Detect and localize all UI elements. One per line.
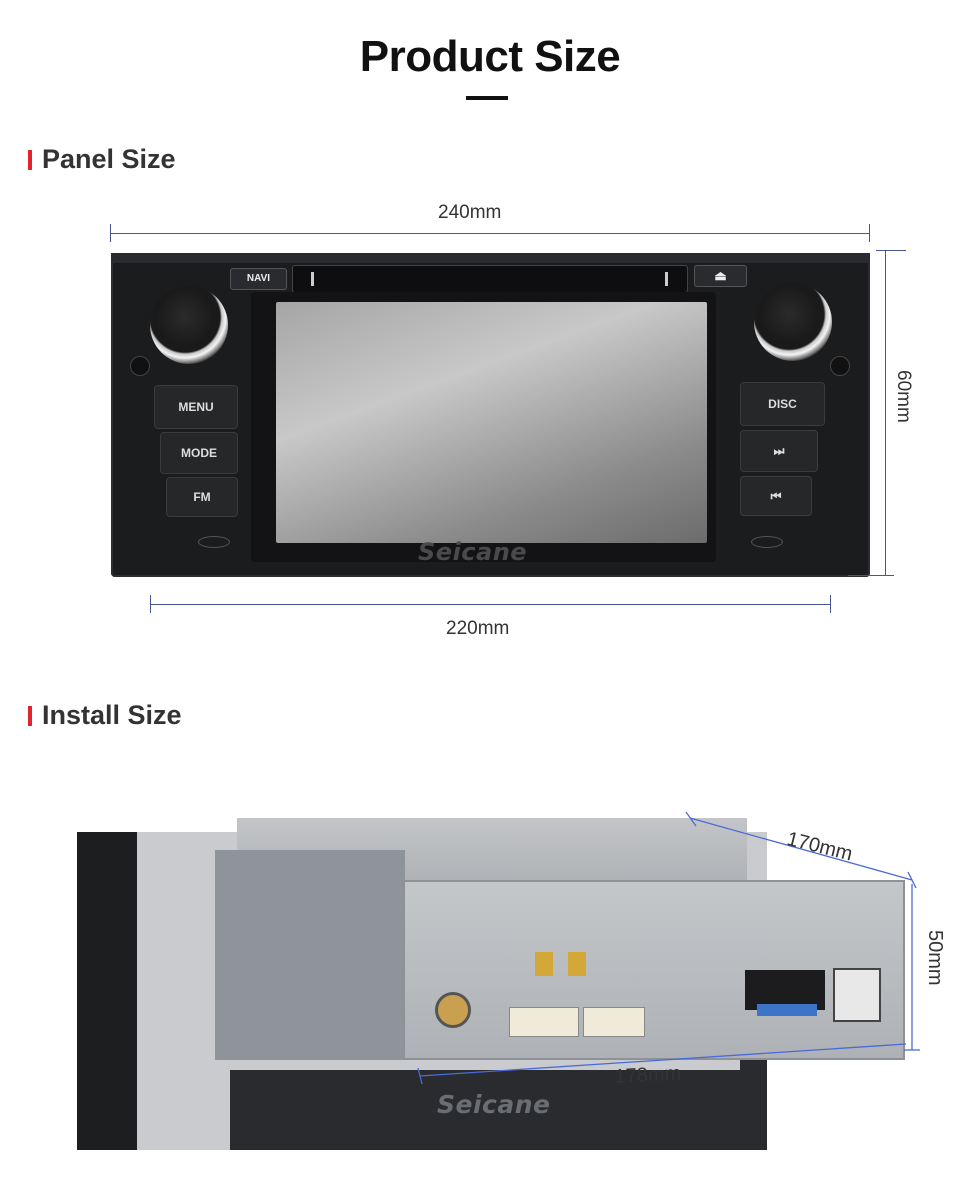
title-underline: [466, 96, 508, 100]
chassis-side: [215, 850, 405, 1060]
tune-knob[interactable]: [754, 283, 832, 361]
fuse: [757, 1004, 817, 1016]
install-size-heading: Install Size: [42, 700, 182, 730]
dim-tick: [110, 224, 111, 242]
dim-tick: [869, 224, 870, 242]
next-track-button[interactable]: ⏭: [740, 430, 818, 472]
install-width-label: 178mm: [614, 1062, 682, 1088]
sd-slot: [198, 536, 230, 548]
menu-button[interactable]: MENU: [154, 385, 238, 429]
section-marker: [28, 706, 32, 726]
reset-hole: [830, 356, 850, 376]
usb-port: [833, 968, 881, 1022]
mode-button[interactable]: MODE: [160, 432, 238, 474]
dim-tick: [150, 595, 151, 613]
prev-track-icon: ⏮: [770, 489, 782, 503]
harness-socket: [583, 1007, 645, 1037]
dim-tick: [848, 575, 894, 576]
display-screen[interactable]: [276, 302, 707, 543]
frame-edge: [77, 832, 137, 1150]
disc-button[interactable]: DISC: [740, 382, 825, 426]
next-track-icon: ⏭: [773, 444, 785, 458]
mic-hole: [130, 356, 150, 376]
page-title: Product Size: [359, 32, 621, 81]
fm-button[interactable]: FM: [166, 477, 238, 517]
dim-tick: [876, 250, 906, 251]
antenna-connector: [535, 952, 553, 976]
panel-width-bottom-label: 220mm: [446, 618, 510, 639]
navi-button[interactable]: NAVI: [230, 268, 287, 290]
panel-size-heading: Panel Size: [42, 144, 176, 174]
section-marker: [28, 150, 32, 170]
panel-height-line: [885, 250, 886, 575]
power-connector: [435, 992, 471, 1028]
harness-socket: [509, 1007, 579, 1037]
volume-knob[interactable]: [150, 286, 228, 364]
chassis-back-panel: [403, 880, 905, 1060]
usb-slot: [751, 536, 783, 548]
brand-watermark: Seicane: [418, 538, 528, 566]
prev-track-button[interactable]: ⏮: [740, 476, 812, 516]
frame-bottom-edge: [230, 1070, 767, 1150]
install-height-label: 50mm: [924, 930, 946, 986]
brand-watermark-install: Seicane: [437, 1090, 551, 1119]
dim-tick: [830, 595, 831, 613]
multi-pin-connector: [745, 970, 825, 1010]
eject-button[interactable]: ⏏: [694, 265, 747, 287]
panel-width-bottom-line: [150, 604, 831, 605]
antenna-connector: [568, 952, 586, 976]
eject-icon: ⏏: [714, 268, 727, 283]
panel-width-top-label: 240mm: [438, 202, 502, 223]
panel-width-top-line: [110, 233, 870, 234]
